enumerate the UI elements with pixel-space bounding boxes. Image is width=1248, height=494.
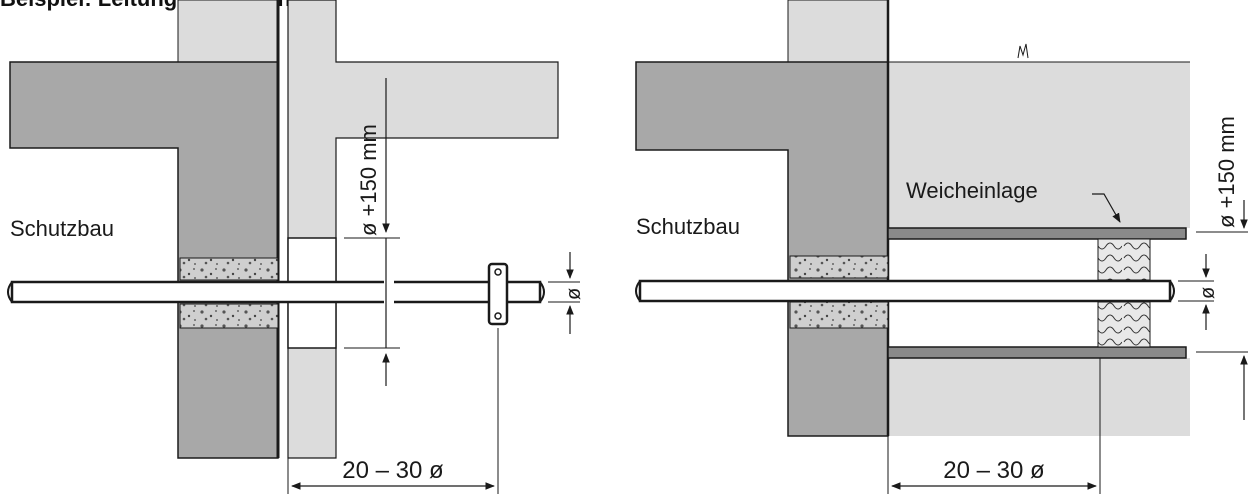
right-mortar-upper [789, 255, 889, 279]
left-dimension-pipe: ø [548, 252, 585, 334]
left-mortar-lower [179, 303, 279, 329]
left-dimension-vertical: ø +150 mm [344, 78, 400, 386]
right-pipe [638, 279, 1172, 303]
right-soft-insert-lower [1097, 301, 1151, 348]
left-mortar-upper [179, 257, 279, 281]
left-diagram: ø +150 mm ø 20 – 30 ø Schutzbau [7, 0, 585, 494]
left-dim-pipe-label: ø [563, 288, 585, 300]
left-pipe-clamp [487, 262, 509, 326]
left-dim-horizontal-label: 20 – 30 ø [342, 457, 444, 484]
left-dim-vertical-label: ø +150 mm [356, 124, 381, 236]
left-pipe [10, 280, 542, 304]
right-mortar-lower [789, 301, 889, 329]
left-upper-wall [177, 0, 279, 63]
right-dim-horizontal-label: 20 – 30 ø [943, 457, 1045, 484]
right-sleeve-plate-top [887, 227, 1187, 240]
right-sleeve-plate-bottom [887, 346, 1187, 359]
left-adjacent-wall [287, 0, 559, 459]
left-label-schutzbau: Schutzbau [10, 216, 114, 241]
right-upper-wall [787, 0, 889, 63]
right-dimension-horizontal: 20 – 30 ø [887, 358, 1101, 494]
right-dim-vertical-label: ø +150 mm [1214, 116, 1239, 228]
right-diagram: Weicheinlage ø +150 mm ø 20 – 30 ø Schut… [635, 0, 1248, 494]
right-dim-pipe-label: ø [1197, 287, 1219, 299]
right-dimension-vertical: ø +150 mm [1196, 116, 1248, 420]
right-label-weicheinlage: Weicheinlage [906, 178, 1038, 203]
right-protective-structure [635, 61, 889, 437]
left-dimension-horizontal: 20 – 30 ø [287, 328, 499, 494]
right-dimension-pipe: ø [1178, 254, 1219, 330]
page-title: Beispiel: Leitungseinführung [0, 0, 304, 12]
right-soft-insert-upper [1097, 238, 1151, 281]
right-label-schutzbau: Schutzbau [636, 214, 740, 239]
